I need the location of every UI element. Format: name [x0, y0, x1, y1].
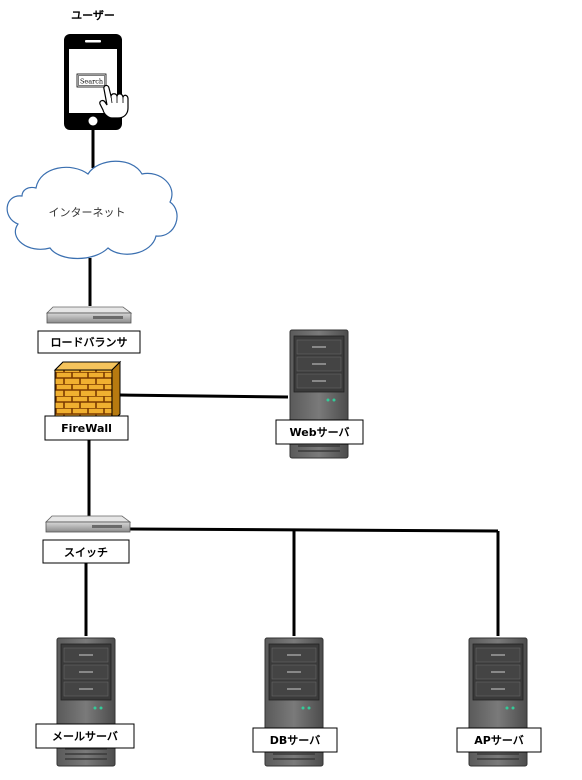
load-balancer-device-icon — [46, 306, 132, 324]
ap-server-label: APサーバ — [474, 734, 523, 747]
internet-label: インターネット — [49, 206, 126, 219]
firewall-label-box — [44, 415, 129, 441]
web-server-label: Webサーバ — [290, 426, 350, 439]
ap-server-label-box — [456, 727, 542, 753]
user-label: ユーザー — [71, 9, 115, 22]
firewall-brick-icon — [53, 360, 122, 424]
pointing-hand-icon — [99, 84, 129, 119]
web-server-label-box — [275, 419, 364, 445]
link-switch-bus — [129, 527, 499, 533]
search-button[interactable]: Search — [76, 73, 107, 88]
search-button-label: Search — [80, 78, 103, 86]
mail-server-label: メールサーバ — [52, 730, 118, 743]
firewall-label: FireWall — [61, 422, 112, 435]
internet-cloud-icon — [6, 160, 178, 259]
mail-server-label-box — [35, 723, 135, 749]
db-server-label: DBサーバ — [270, 734, 320, 747]
load-balancer-label: ロードバランサ — [51, 336, 128, 349]
switch-label-box — [42, 539, 130, 564]
link-firewall-webserver — [119, 393, 289, 399]
db-server-label-box — [252, 727, 338, 753]
switch-device-icon — [45, 515, 131, 533]
load-balancer-label-box — [37, 330, 141, 354]
switch-label: スイッチ — [64, 546, 108, 559]
